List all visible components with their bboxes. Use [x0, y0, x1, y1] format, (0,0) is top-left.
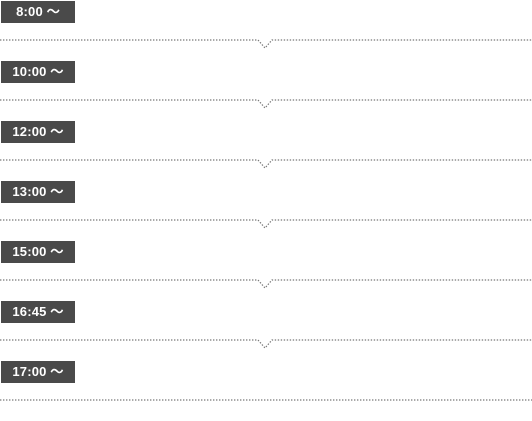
schedule-timeline: 8:00 〜 10:00 〜 12:00 〜 13:00 〜 15:00 〜 1… — [0, 1, 532, 401]
dotted-divider-with-arrow — [0, 99, 532, 109]
time-badge: 17:00 〜 — [1, 361, 75, 383]
schedule-row: 8:00 〜 — [0, 1, 532, 61]
time-badge: 15:00 〜 — [1, 241, 75, 263]
dotted-divider-with-arrow — [0, 39, 532, 49]
schedule-row: 16:45 〜 — [0, 301, 532, 361]
dotted-divider-with-arrow — [0, 339, 532, 349]
time-badge: 10:00 〜 — [1, 61, 75, 83]
time-badge: 8:00 〜 — [1, 1, 75, 23]
schedule-row: 17:00 〜 — [0, 361, 532, 421]
time-badge: 16:45 〜 — [1, 301, 75, 323]
time-badge: 12:00 〜 — [1, 121, 75, 143]
schedule-row: 13:00 〜 — [0, 181, 532, 241]
schedule-row: 15:00 〜 — [0, 241, 532, 301]
schedule-row: 10:00 〜 — [0, 61, 532, 121]
time-badge: 13:00 〜 — [1, 181, 75, 203]
schedule-row: 12:00 〜 — [0, 121, 532, 181]
dotted-divider-with-arrow — [0, 279, 532, 289]
dotted-divider — [0, 399, 532, 401]
dotted-divider-with-arrow — [0, 159, 532, 169]
dotted-divider-with-arrow — [0, 219, 532, 229]
